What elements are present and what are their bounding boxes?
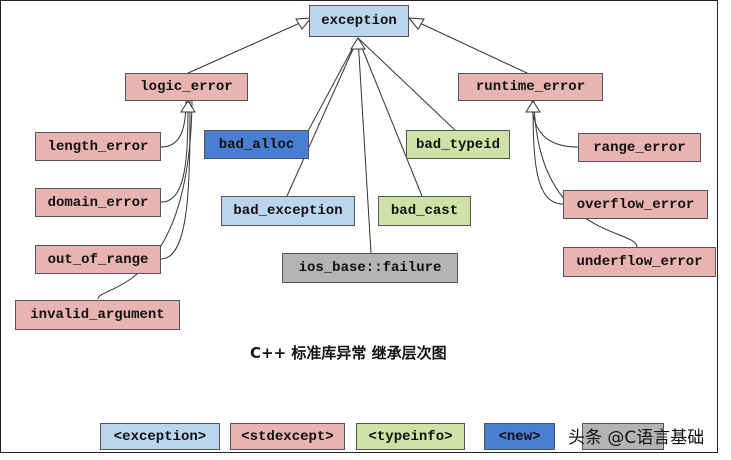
edge-length-error xyxy=(160,100,187,148)
arrowhead-runtime-error xyxy=(525,100,541,113)
edge-runtime-error xyxy=(408,17,530,75)
edge-bad-exception xyxy=(286,37,359,197)
edge-underflow-error xyxy=(533,100,638,248)
node-bad-cast: bad_cast xyxy=(378,196,471,226)
node-logic-error: logic_error xyxy=(125,73,248,101)
edge-logic-error xyxy=(185,17,312,75)
node-bad-exception: bad_exception xyxy=(221,196,355,226)
legend-stdexcept: <stdexcept> xyxy=(230,423,345,450)
node-range-error: range_error xyxy=(578,133,701,162)
arrowhead-exception-left xyxy=(295,17,313,30)
arrowhead-exception-bottom xyxy=(350,37,366,50)
legend-typeinfo: <typeinfo> xyxy=(356,423,465,450)
edge-bad-cast xyxy=(357,37,423,197)
node-runtime-error: runtime_error xyxy=(458,73,603,101)
edge-domain-error xyxy=(160,100,189,203)
node-ios-base-failure: ios_base::failure xyxy=(282,253,458,283)
legend-new: <new> xyxy=(484,423,555,450)
edge-ios-failure xyxy=(357,37,372,254)
legend-exception: <exception> xyxy=(100,423,220,450)
node-underflow-error: underflow_error xyxy=(563,247,716,277)
node-length-error: length_error xyxy=(35,132,161,161)
edge-overflow-error xyxy=(532,100,564,205)
arrowhead-logic-error xyxy=(180,100,196,113)
legend-ios xyxy=(582,423,664,450)
edge-range-error xyxy=(531,100,579,148)
node-bad-typeid: bad_typeid xyxy=(406,130,510,159)
arrowhead-exception-right xyxy=(407,17,425,30)
edge-bad-alloc xyxy=(306,37,359,134)
diagram-caption: C++ 标准库异常 继承层次图 xyxy=(250,344,447,362)
node-domain-error: domain_error xyxy=(35,188,161,217)
node-out-of-range: out_of_range xyxy=(35,245,161,274)
node-exception: exception xyxy=(309,5,409,37)
node-invalid-argument: invalid_argument xyxy=(15,300,180,330)
node-overflow-error: overflow_error xyxy=(563,190,708,219)
edge-out-of-range xyxy=(160,100,191,260)
edge-bad-typeid xyxy=(357,37,459,134)
watermark: 头条 @C语言基础 xyxy=(568,428,705,448)
node-bad-alloc: bad_alloc xyxy=(204,130,309,159)
